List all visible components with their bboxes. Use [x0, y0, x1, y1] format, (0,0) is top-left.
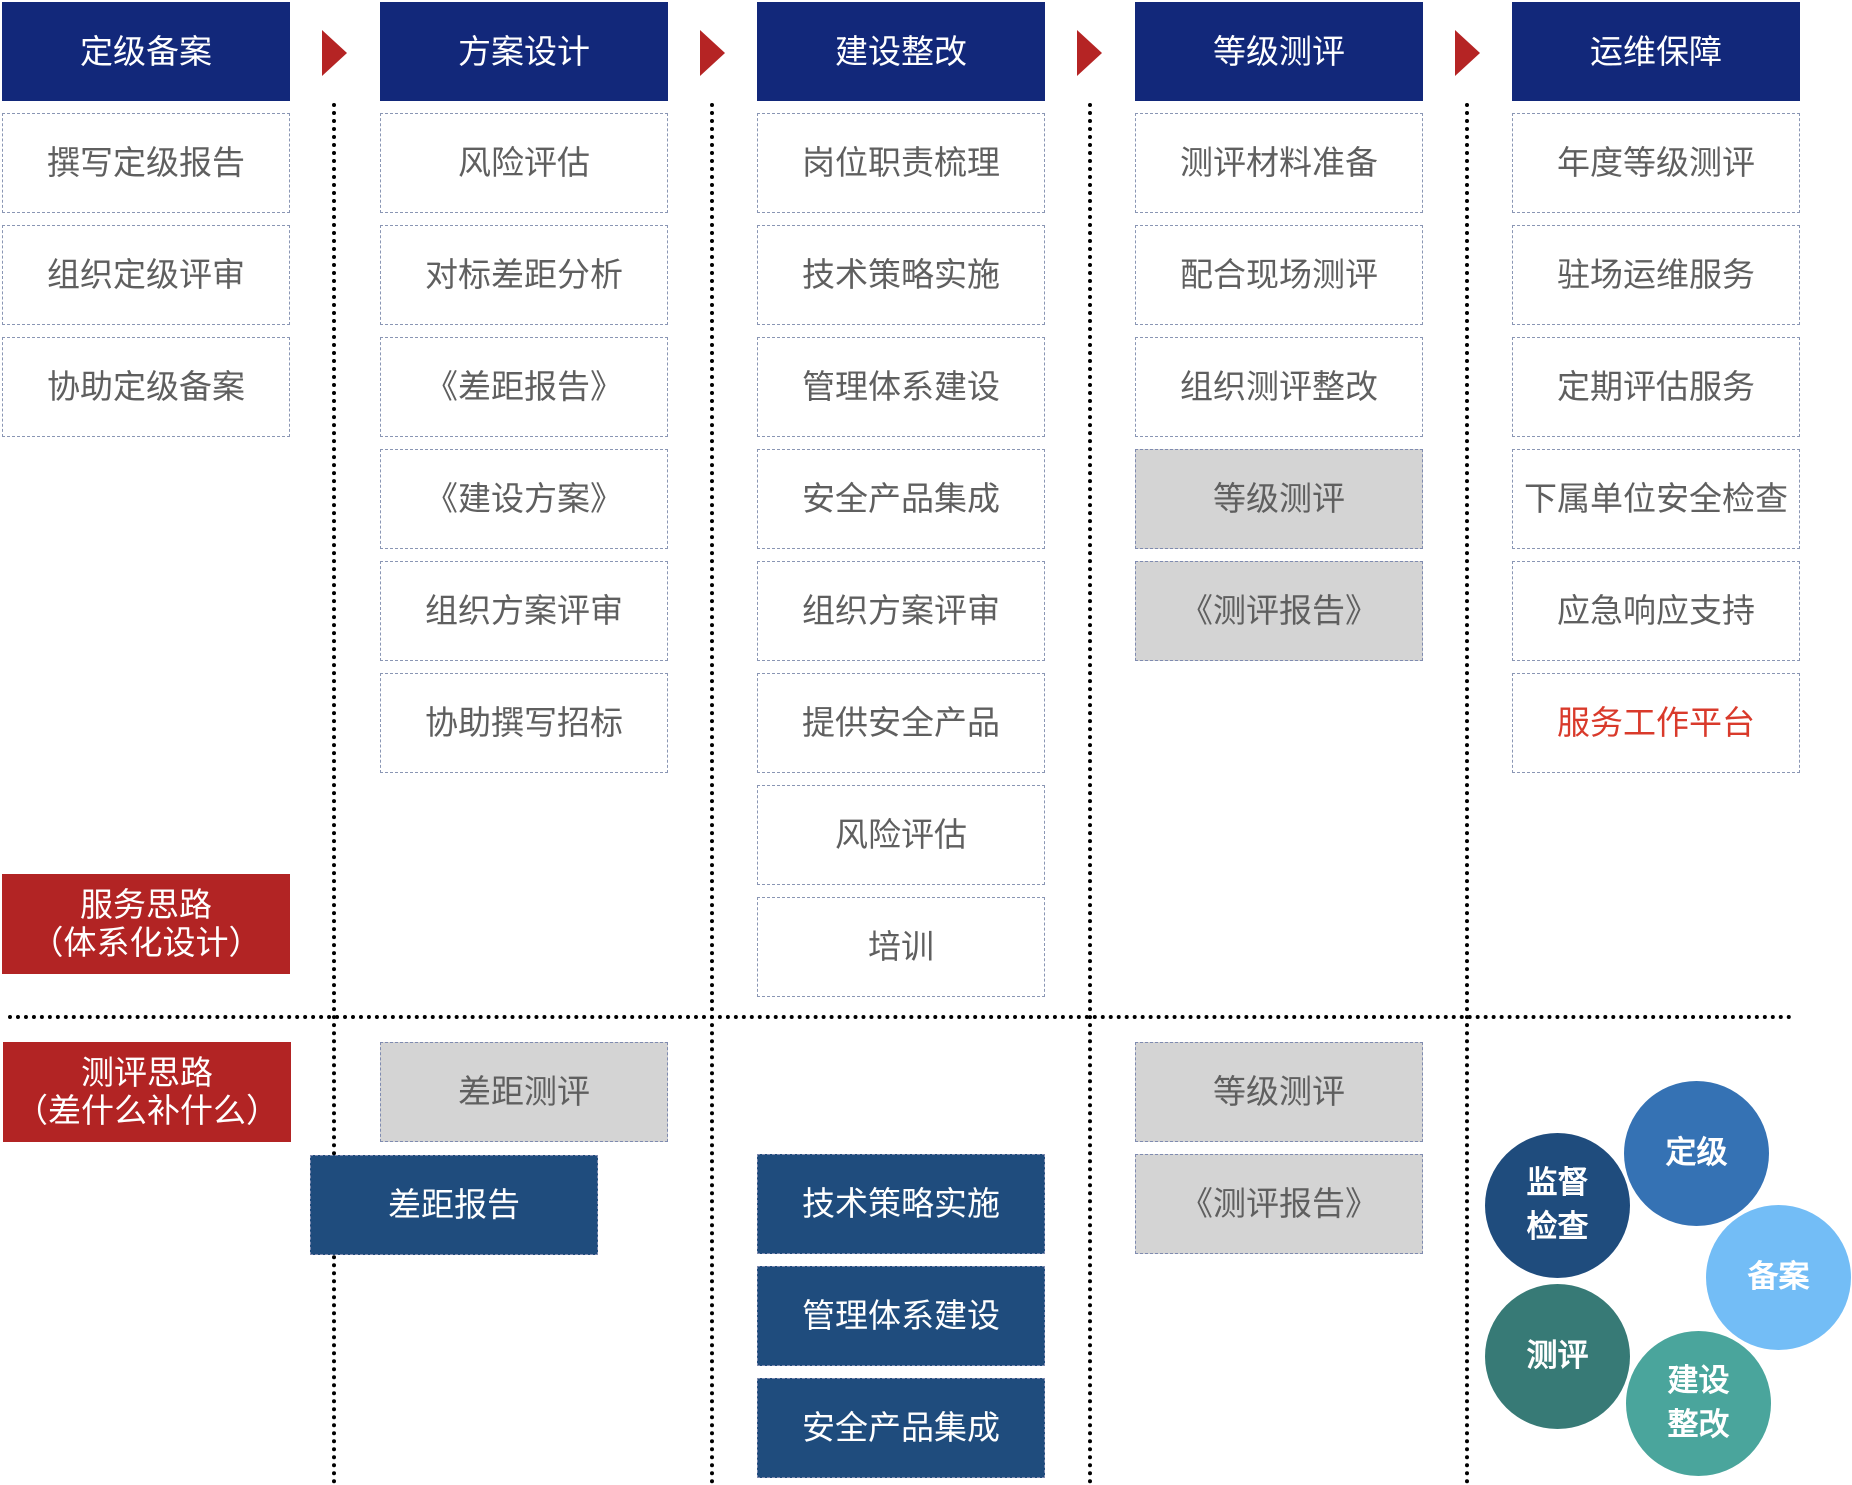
cycle-step-label: 建设 整改: [1667, 1363, 1730, 1443]
service-approach-subtitle: （体系化设计）: [30, 923, 262, 962]
phase-item: 安全产品集成: [757, 449, 1045, 549]
phase-item: 对标差距分析: [380, 225, 668, 325]
phase-item: 组织方案评审: [380, 561, 668, 661]
cycle-step-label: 测评: [1526, 1337, 1589, 1374]
gap-assessment-box: 差距测评: [380, 1042, 668, 1142]
cycle-step-grading: 定级: [1624, 1081, 1769, 1226]
phase-item: 《建设方案》: [380, 449, 668, 549]
phase-item: 风险评估: [380, 113, 668, 213]
phase-header-construction: 建设整改: [757, 2, 1045, 101]
phase-item: 风险评估: [757, 785, 1045, 885]
phase-item: 组织测评整改: [1135, 337, 1423, 437]
assessment-approach-subtitle: （差什么补什么）: [15, 1091, 279, 1130]
cycle-step-construction: 建设 整改: [1626, 1331, 1771, 1476]
arrow-right-icon: [1455, 30, 1480, 76]
phase-header-operations: 运维保障: [1512, 2, 1800, 101]
phase-item: 培训: [757, 897, 1045, 997]
build-item: 管理体系建设: [757, 1266, 1045, 1366]
cycle-step-supervision: 监督 检查: [1485, 1133, 1630, 1278]
cycle-step-label: 备案: [1747, 1258, 1810, 1295]
phase-item: 年度等级测评: [1512, 113, 1800, 213]
phase-item: 技术策略实施: [757, 225, 1045, 325]
phase-item: 测评材料准备: [1135, 113, 1423, 213]
column-divider: [1465, 103, 1469, 1485]
column-divider: [710, 103, 714, 1485]
service-platform-item: 服务工作平台: [1512, 673, 1800, 773]
assessment-report-box: 《测评报告》: [1135, 1154, 1423, 1254]
assessment-approach-label: 测评思路 （差什么补什么）: [3, 1042, 291, 1142]
phase-item: 组织方案评审: [757, 561, 1045, 661]
arrow-right-icon: [700, 30, 725, 76]
column-divider: [1088, 103, 1092, 1485]
cycle-step-label: 监督 检查: [1526, 1165, 1589, 1245]
build-item: 技术策略实施: [757, 1154, 1045, 1254]
arrow-right-icon: [1077, 30, 1102, 76]
phase-item: 下属单位安全检查: [1512, 449, 1800, 549]
phase-header-assessment: 等级测评: [1135, 2, 1423, 101]
section-divider: [8, 1015, 1793, 1019]
assessment-approach-title: 测评思路: [81, 1053, 213, 1093]
build-item: 安全产品集成: [757, 1378, 1045, 1478]
phase-item: 驻场运维服务: [1512, 225, 1800, 325]
cycle-step-assessment: 测评: [1485, 1284, 1630, 1429]
phase-header-design: 方案设计: [380, 2, 668, 101]
phase-item: 管理体系建设: [757, 337, 1045, 437]
service-approach-title: 服务思路: [80, 885, 212, 925]
cycle-step-filing: 备案: [1706, 1205, 1851, 1350]
phase-item: 撰写定级报告: [2, 113, 290, 213]
phase-item: 提供安全产品: [757, 673, 1045, 773]
arrow-right-icon: [322, 30, 347, 76]
level-assessment-box: 等级测评: [1135, 1042, 1423, 1142]
column-divider: [332, 103, 336, 1485]
phase-item-deliverable: 《测评报告》: [1135, 561, 1423, 661]
phase-header-grading: 定级备案: [2, 2, 290, 101]
phase-item: 协助撰写招标: [380, 673, 668, 773]
phase-item: 组织定级评审: [2, 225, 290, 325]
phase-item: 《差距报告》: [380, 337, 668, 437]
phase-item-deliverable: 等级测评: [1135, 449, 1423, 549]
gap-report-box: 差距报告: [310, 1155, 598, 1255]
phase-item: 定期评估服务: [1512, 337, 1800, 437]
phase-item: 配合现场测评: [1135, 225, 1423, 325]
phase-item: 岗位职责梳理: [757, 113, 1045, 213]
phase-item: 协助定级备案: [2, 337, 290, 437]
service-approach-label: 服务思路 （体系化设计）: [2, 874, 290, 974]
cycle-step-label: 定级: [1665, 1134, 1728, 1171]
phase-item: 应急响应支持: [1512, 561, 1800, 661]
